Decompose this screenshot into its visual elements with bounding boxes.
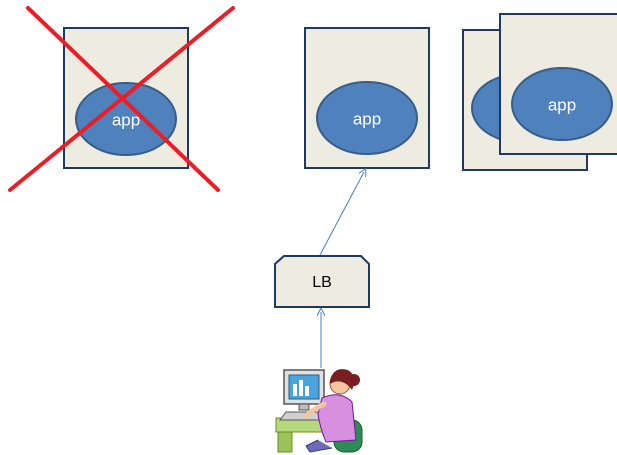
front-app-ellipse	[511, 67, 613, 141]
user-at-computer-icon	[275, 369, 363, 453]
failed-app-label: app	[112, 110, 140, 129]
app-label: app	[353, 109, 381, 128]
lb-to-server-arrow	[319, 172, 364, 256]
load-balancer-label: LB	[312, 274, 332, 291]
failed-server: app	[8, 6, 235, 192]
failure-cross-icon	[8, 6, 235, 192]
failed-app-ellipse	[75, 82, 177, 156]
app-server: app	[304, 27, 430, 169]
load-balancer-box	[274, 255, 370, 308]
load-balancer: LB	[274, 255, 370, 308]
app-server-stack: app	[462, 13, 617, 171]
app-ellipse	[316, 81, 418, 155]
front-app-label: app	[548, 95, 576, 114]
